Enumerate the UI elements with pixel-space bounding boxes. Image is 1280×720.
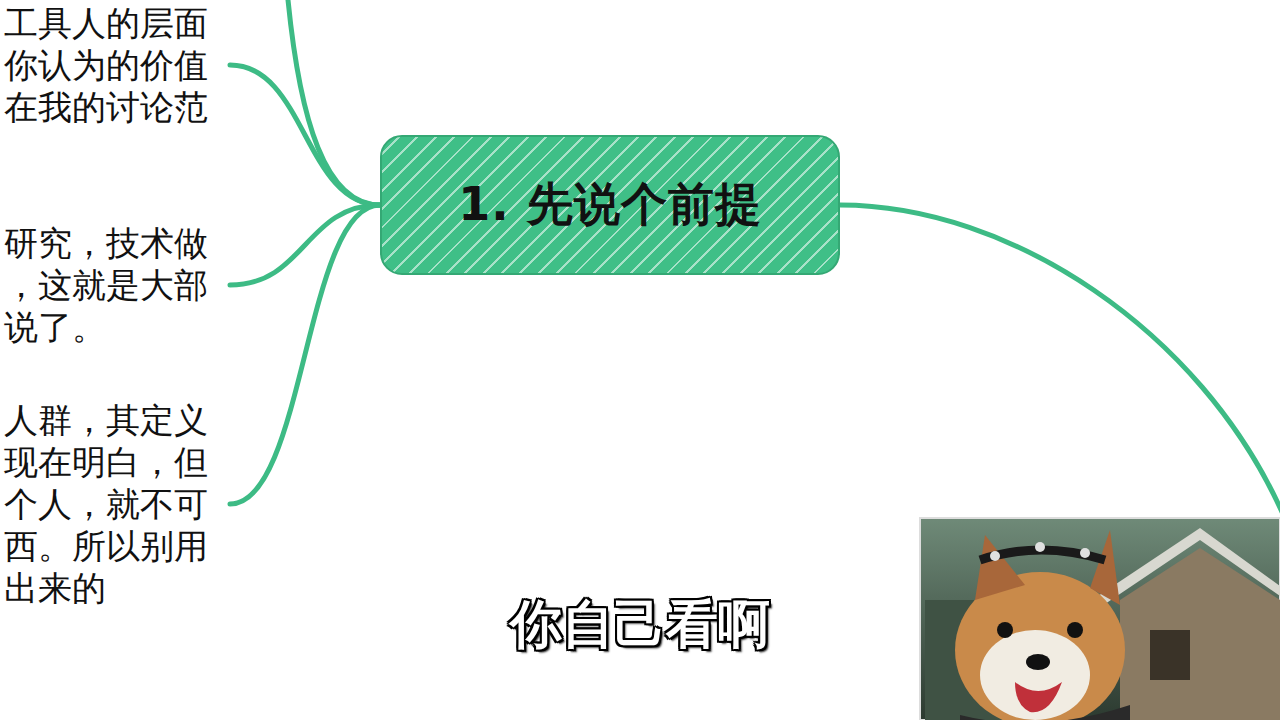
branch-text: 工具人的层面 你认为的价值 在我的讨论范 bbox=[4, 2, 210, 128]
topic-text: 1. 先说个前提 bbox=[458, 174, 762, 236]
branch-text-line: 人群，其定义 现在明白，但 个人，就不可 西。所以别用 出来的 bbox=[4, 399, 210, 609]
branch-text: 人群，其定义 现在明白，但 个人，就不可 西。所以别用 出来的 bbox=[4, 399, 210, 609]
branch-line bbox=[288, 0, 380, 205]
branch-text: 研究，技术做 ，这就是大部 说了。 bbox=[4, 222, 210, 348]
subtitle: 你自己看啊 bbox=[510, 590, 770, 660]
branch-text-line: 工具人的层面 你认为的价值 在我的讨论范 bbox=[4, 2, 210, 128]
branch-connector bbox=[230, 65, 380, 205]
branch-line bbox=[840, 205, 1280, 512]
branch-connector bbox=[230, 205, 380, 504]
webcam-picture bbox=[920, 518, 1280, 720]
central-topic: 1. 先说个前提 bbox=[380, 135, 840, 275]
branch-text-line: 研究，技术做 ，这就是大部 说了。 bbox=[4, 222, 210, 348]
